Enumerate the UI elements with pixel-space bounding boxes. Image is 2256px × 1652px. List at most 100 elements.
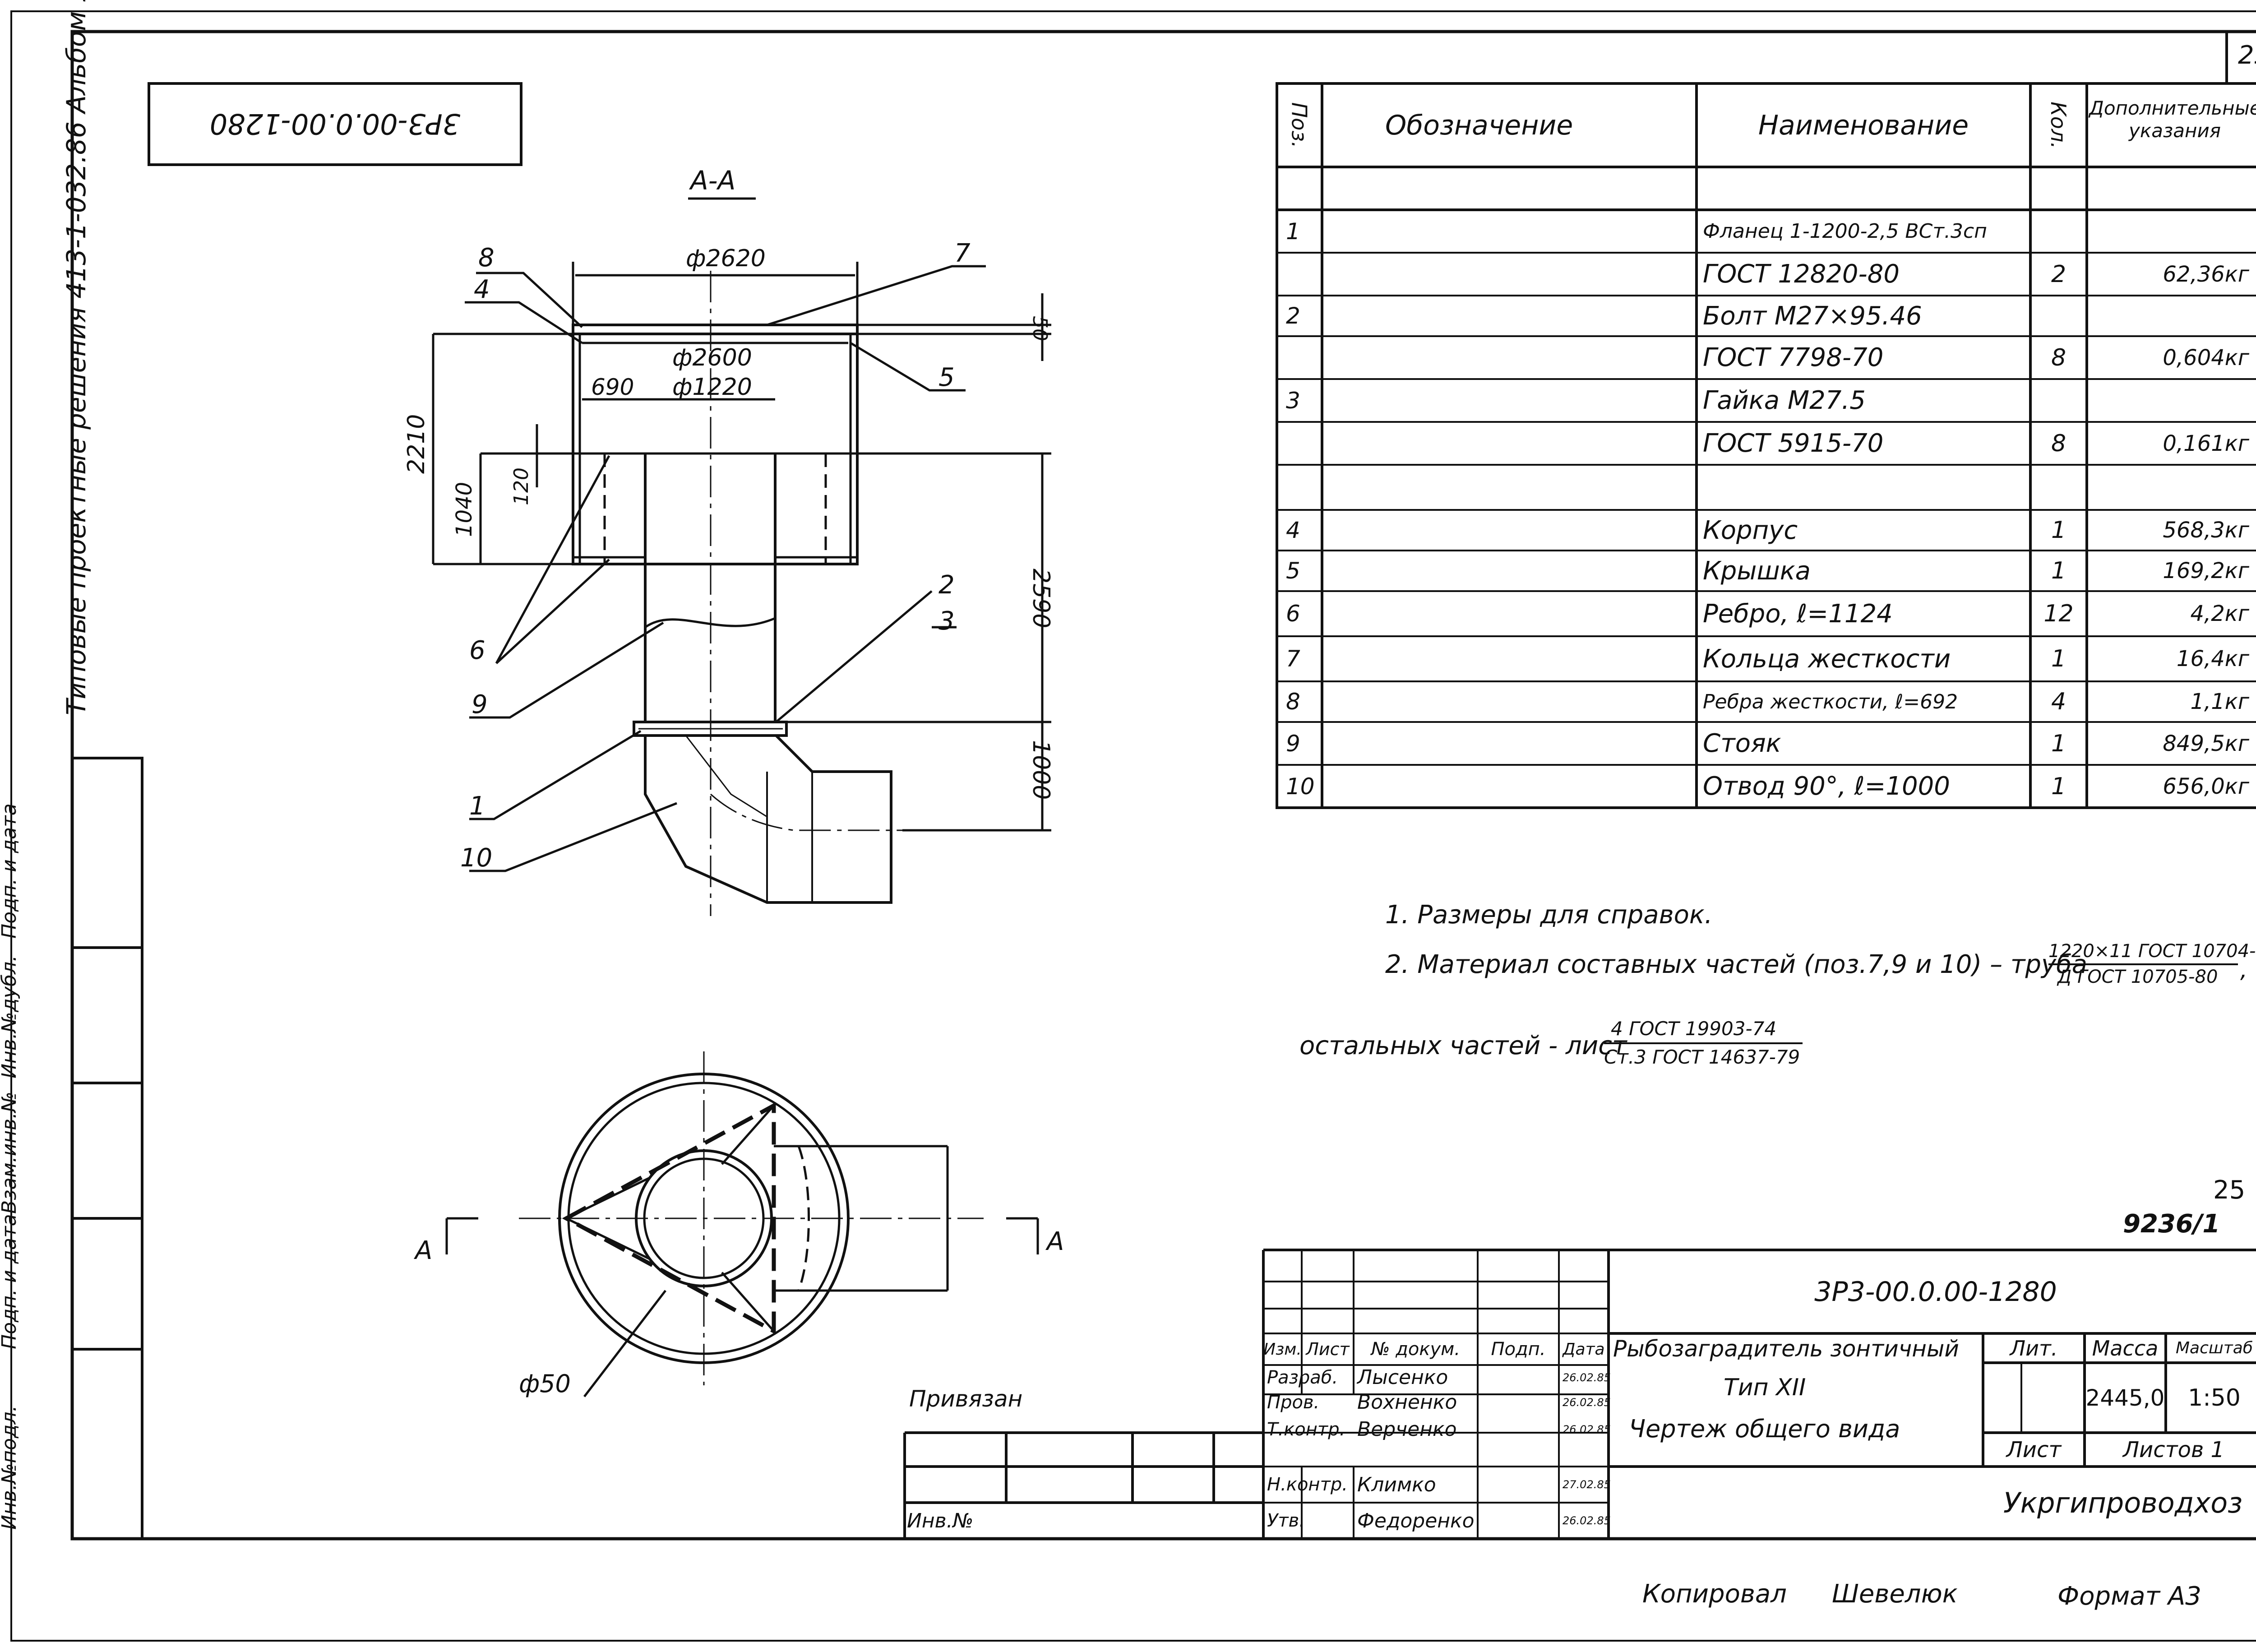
signer-role: Утв.	[1267, 1510, 1305, 1531]
leader-6: 6	[469, 636, 485, 665]
signer-role: Н.контр.	[1267, 1474, 1348, 1495]
cut-label-left: А	[414, 1236, 432, 1265]
dim-d1220: ф1220	[672, 374, 752, 401]
tb-col-date: Дата	[1563, 1340, 1605, 1359]
signer-date: 26.02.85	[1563, 1371, 1611, 1384]
signer-date: 26.02.85	[1563, 1396, 1611, 1409]
hdr-designation: Обозначение	[1385, 109, 1573, 141]
spec-note: 568,3кг	[2163, 518, 2249, 543]
spec-qty: 1	[2051, 773, 2066, 800]
strip-field-dup: Инв.№дубл.	[0, 955, 21, 1078]
spec-name	[1697, 465, 2030, 510]
spec-name: Корпус	[1703, 515, 1798, 545]
dim-2210: 2210	[403, 414, 430, 474]
spec-name: Ребра жесткости, ℓ=692	[1703, 690, 1958, 713]
tb-col-izm: Изм.	[1263, 1340, 1302, 1359]
hdr-notes: Дополнительные указания	[2089, 97, 2256, 142]
hdr-qty: Кол.	[2046, 102, 2071, 149]
spec-name: Стояк	[1703, 729, 1781, 758]
tb-mass-label: Масса	[2092, 1336, 2159, 1360]
leader-1: 1	[469, 791, 485, 821]
spec-pos: 4	[1286, 517, 1300, 543]
signer-role: Т.контр.	[1267, 1419, 1345, 1440]
signer-name	[1354, 1433, 1478, 1467]
spec-note: 169,2кг	[2163, 558, 2249, 583]
strip-field-sign2: Подп. и дата	[0, 803, 21, 939]
spec-name: ГОСТ 7798-70	[1703, 343, 1884, 372]
spec-pos: 6	[1286, 601, 1300, 627]
stamp-code: 3Р3-00.0.00-1280	[209, 107, 461, 141]
note-2-num: 1220×11 ГОСТ 10704-76	[2048, 941, 2256, 962]
spec-qty: 8	[2051, 430, 2066, 457]
section-title: А-А	[689, 165, 735, 196]
signer-date	[1559, 1433, 1609, 1467]
inventory-code: 9236/1	[2123, 1209, 2220, 1239]
dim-1000: 1000	[1027, 740, 1054, 800]
spec-pos: 9	[1286, 730, 1300, 757]
spec-name: Отвод 90°, ℓ=1000	[1703, 772, 1950, 801]
signer-role: Разраб.	[1267, 1367, 1338, 1388]
signer-name: Федоренко	[1357, 1509, 1475, 1532]
spec-pos	[1277, 336, 1322, 379]
tb-scale-label: Масштаб	[2175, 1339, 2253, 1357]
leader-5: 5	[938, 363, 955, 392]
spec-note	[2087, 379, 2256, 422]
spec-qty	[2030, 296, 2087, 336]
spec-pos	[1277, 253, 1322, 296]
tb-col-list: Лист	[1306, 1339, 1350, 1359]
page-number: 25	[2238, 41, 2256, 70]
tb-sheets-label: Листов 1	[2122, 1437, 2225, 1462]
signer-name: Верченко	[1357, 1418, 1457, 1441]
dim-1040: 1040	[452, 482, 477, 537]
spec-qty: 8	[2051, 344, 2066, 371]
hole-dim: ф50	[519, 1370, 571, 1398]
leader-3: 3	[938, 606, 955, 636]
album-title: Типовые проектные решения 413-1-032.86 А…	[61, 0, 92, 715]
leader-9: 9	[472, 690, 488, 719]
signer-date: 26.02.85	[1563, 1423, 1611, 1436]
note-2: 2. Материал составных частей (поз.7,9 и …	[1385, 950, 2088, 979]
tb-org: Укргипроводхоз	[2003, 1486, 2243, 1519]
spec-qty	[2030, 167, 2087, 210]
tb-inv: Инв.№	[907, 1509, 974, 1532]
spec-qty: 1	[2051, 557, 2066, 584]
leader-8: 8	[478, 243, 495, 273]
signer-name: Вохненко	[1357, 1391, 1457, 1414]
note-3-num: 4 ГОСТ 19903-74	[1611, 1018, 1777, 1040]
spec-note	[2087, 210, 2256, 253]
spec-note: 656,0кг	[2163, 773, 2249, 799]
signer-role: Пров.	[1267, 1392, 1320, 1413]
footer-copied-label: Копировал	[1642, 1579, 1787, 1609]
spec-qty: 1	[2051, 517, 2066, 544]
note-3: остальных частей - лист	[1299, 1031, 1627, 1060]
strip-field-sign1: Подп. и дата	[0, 1214, 21, 1349]
note-1: 1. Размеры для справок.	[1385, 900, 1713, 930]
spec-note: 16,4кг	[2176, 646, 2249, 671]
signer-date: 27.02.85	[1563, 1478, 1611, 1491]
tb-mass: 2445,0	[2085, 1384, 2165, 1411]
spec-pos: 5	[1286, 558, 1300, 584]
tb-privyazan: Привязан	[909, 1386, 1023, 1412]
leader-2: 2	[938, 570, 955, 600]
spec-pos	[1277, 465, 1322, 510]
spec-note: 0,604кг	[2163, 345, 2249, 370]
spec-qty: 2	[2051, 260, 2066, 288]
spec-pos: 1	[1286, 218, 1300, 245]
dim-2590: 2590	[1027, 569, 1054, 628]
spec-name: Гайка М27.5	[1703, 386, 1866, 415]
dim-d2600: ф2600	[672, 344, 752, 371]
dim-120: 120	[510, 467, 533, 505]
spec-name	[1697, 167, 2030, 210]
spec-qty: 1	[2051, 645, 2066, 672]
spec-name: Фланец 1-1200-2,5 ВСт.3сп	[1703, 220, 1987, 243]
spec-note: 4,2кг	[2190, 601, 2249, 626]
spec-name: Крышка	[1703, 556, 1811, 586]
footer-copied-name: Шевелюк	[1832, 1579, 1958, 1609]
leader-7: 7	[954, 239, 971, 268]
signer-name: Климко	[1357, 1473, 1436, 1496]
note-2-den: Д ГОСТ 10705-80	[2057, 967, 2218, 987]
tb-col-sign: Подп.	[1491, 1339, 1546, 1360]
spec-name: Болт М27×95.46	[1703, 301, 1922, 331]
tb-lit: Лит.	[2010, 1336, 2058, 1360]
